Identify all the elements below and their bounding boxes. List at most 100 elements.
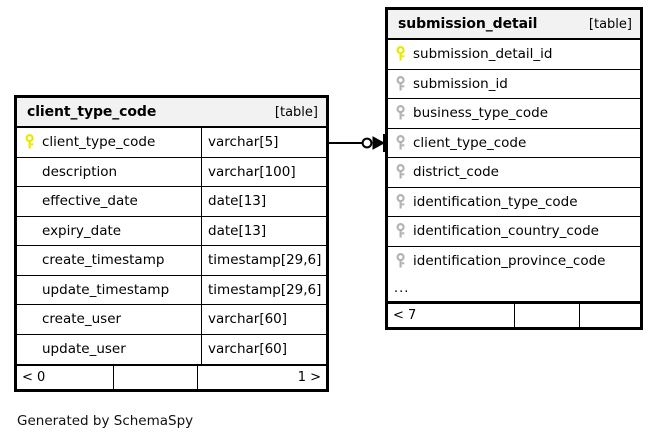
column-type-cell: varchar[60] [201, 334, 326, 364]
column-name-cell: business_type_code [388, 99, 640, 128]
foreign-key-icon [396, 164, 405, 179]
column-name-cell: effective_date [17, 187, 201, 216]
foreign-key-icon [396, 223, 405, 238]
column-name-label: update_user [42, 341, 126, 358]
outgoing-relations-count-client-type-code[interactable]: 1 > [197, 366, 326, 389]
table-title-submission-detail: submission_detail [398, 16, 538, 32]
table-row[interactable]: submission_detail_id [388, 40, 640, 70]
column-name-label: create_timestamp [42, 252, 165, 269]
primary-key-icon [25, 134, 34, 149]
more-columns-indicator: ... [388, 276, 640, 302]
table-row[interactable]: create_user varchar[60] [17, 305, 326, 335]
foreign-key-icon [396, 75, 405, 91]
table-footer-client-type-code: < 0 1 > [17, 364, 326, 389]
key-icon-spacer [23, 282, 37, 298]
table-kind-label-submission-detail: [table] [588, 16, 632, 32]
outgoing-relations-count-submission-detail[interactable] [579, 304, 640, 327]
table-row[interactable]: identification_type_code [388, 188, 640, 217]
column-type-label: varchar[100] [208, 163, 296, 180]
column-name-cell: identification_country_code [388, 217, 640, 246]
key-icon-spacer [23, 311, 37, 327]
column-name-label: update_timestamp [42, 281, 170, 298]
table-body-client-type-code: client_type_code varchar[5]description var… [17, 128, 326, 364]
column-name-cell: description [17, 158, 201, 187]
column-type-cell: varchar[60] [201, 305, 326, 334]
table-row[interactable]: identification_province_code [388, 247, 640, 277]
table-client-type-code[interactable]: client_type_code [table] client_type_cod… [14, 95, 329, 392]
column-name-label: identification_province_code [413, 253, 606, 270]
column-type-cell: date[13] [201, 216, 326, 245]
column-name-label: business_type_code [413, 105, 549, 122]
column-name-cell: submission_id [388, 70, 640, 99]
column-name-cell: submission_detail_id [388, 40, 640, 69]
column-name-label: expiry_date [42, 222, 122, 239]
column-type-label: date[13] [208, 193, 267, 210]
incoming-relations-count-submission-detail[interactable]: < 7 [393, 308, 417, 323]
primary-key-icon [396, 46, 405, 61]
column-name-label: district_code [413, 164, 499, 181]
table-row[interactable]: update_timestamp timestamp[29,6] [17, 275, 326, 305]
footer-middle-client-type-code [113, 366, 197, 389]
column-name-cell: expiry_date [17, 217, 201, 246]
table-row[interactable]: client_type_code [388, 129, 640, 158]
column-type-label: date[13] [208, 222, 267, 239]
table-header-client-type-code: client_type_code [table] [17, 98, 326, 128]
key-icon-spacer [23, 193, 37, 209]
more-columns-label: ... [394, 281, 410, 296]
column-name-cell: client_type_code [388, 129, 640, 158]
key-icon-spacer [23, 341, 37, 357]
incoming-relations-count-client-type-code[interactable]: < 0 [22, 370, 46, 385]
column-type-label: timestamp[29,6] [208, 281, 322, 298]
table-row[interactable]: expiry_date date[13] [17, 216, 326, 246]
foreign-key-icon [396, 193, 405, 209]
cardinality-many-marker [372, 136, 386, 150]
generated-by-note: Generated by SchemaSpy [17, 413, 194, 429]
foreign-key-icon [396, 253, 405, 268]
column-name-label: submission_detail_id [413, 46, 553, 63]
table-row[interactable]: description varchar[100] [17, 157, 326, 187]
column-name-cell: client_type_code [17, 128, 201, 157]
column-type-cell: varchar[5] [201, 128, 326, 157]
foreign-key-icon [396, 134, 405, 150]
table-row[interactable]: submission_id [388, 70, 640, 99]
table-row[interactable]: identification_country_code [388, 217, 640, 247]
column-name-label: identification_type_code [413, 193, 578, 210]
foreign-key-icon [396, 105, 405, 120]
column-type-label: varchar[60] [208, 341, 288, 358]
table-kind-label-client-type-code: [table] [274, 104, 318, 120]
column-name-cell: create_timestamp [17, 246, 201, 275]
table-row[interactable]: update_user varchar[60] [17, 334, 326, 365]
column-type-cell: timestamp[29,6] [201, 275, 326, 304]
relationship-connector-client-type-code-to-submission-detail[interactable] [326, 126, 392, 162]
table-title-client-type-code: client_type_code [27, 104, 157, 120]
column-name-label: submission_id [413, 75, 508, 92]
column-name-label: create_user [42, 311, 122, 328]
column-type-cell: varchar[100] [201, 157, 326, 186]
column-name-cell: update_timestamp [17, 276, 201, 305]
table-row[interactable]: business_type_code [388, 99, 640, 129]
table-submission-detail[interactable]: submission_detail [table] submission_det… [385, 7, 643, 330]
column-name-cell: update_user [17, 335, 201, 365]
key-icon-spacer [23, 252, 37, 268]
column-type-cell: timestamp[29,6] [201, 246, 326, 275]
table-header-submission-detail: submission_detail [table] [388, 10, 640, 40]
column-type-label: timestamp[29,6] [208, 252, 322, 269]
table-row[interactable]: district_code [388, 158, 640, 188]
column-name-cell: create_user [17, 305, 201, 334]
table-row[interactable]: create_timestamp timestamp[29,6] [17, 246, 326, 276]
column-name-label: identification_country_code [413, 223, 599, 240]
table-row[interactable]: effective_date date[13] [17, 187, 326, 217]
column-type-cell: date[13] [201, 187, 326, 216]
footer-middle-submission-detail [514, 304, 579, 327]
table-footer-submission-detail: < 7 [388, 302, 640, 327]
column-name-label: effective_date [42, 193, 138, 210]
key-icon-spacer [23, 223, 37, 239]
table-row[interactable]: client_type_code varchar[5] [17, 128, 326, 158]
column-name-cell: district_code [388, 158, 640, 187]
column-type-label: varchar[60] [208, 311, 288, 328]
column-name-cell: identification_type_code [388, 188, 640, 217]
column-name-cell: identification_province_code [388, 247, 640, 277]
column-name-label: client_type_code [42, 134, 156, 151]
